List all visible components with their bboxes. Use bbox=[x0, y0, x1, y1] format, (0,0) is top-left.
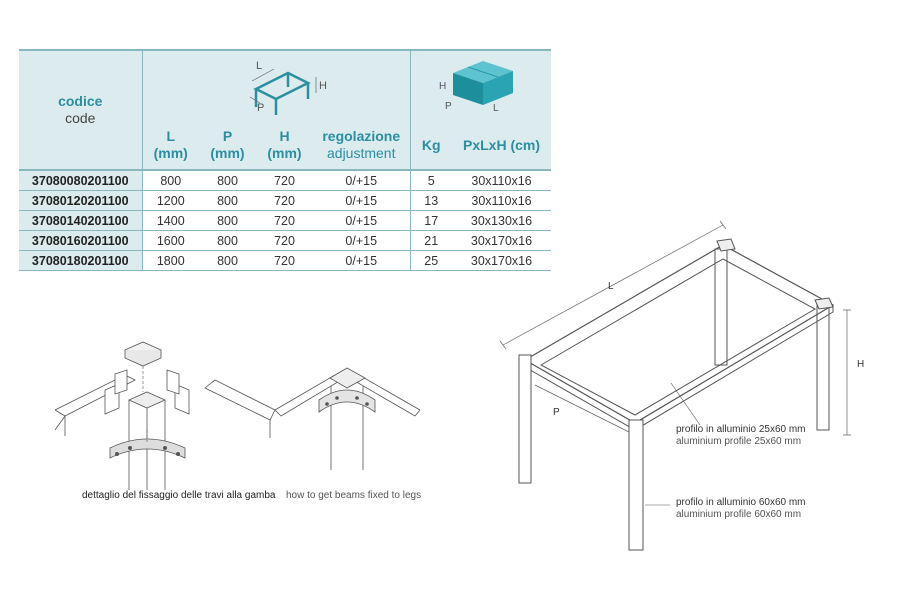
row-kg: 25 bbox=[409, 250, 452, 271]
dim-l: L bbox=[608, 281, 614, 292]
row-code: 37080160201100 bbox=[19, 230, 142, 251]
row-h: 720 bbox=[256, 190, 313, 211]
detail-caption-en: how to get beams fixed to legs bbox=[286, 490, 422, 501]
row-code: 37080140201100 bbox=[19, 210, 142, 231]
col-p-header: P(mm) bbox=[199, 121, 256, 170]
row-pack: 30x170x16 bbox=[452, 230, 551, 251]
row-p: 800 bbox=[199, 230, 256, 251]
package-icon-cell: H P L bbox=[409, 49, 551, 121]
row-pack: 30x110x16 bbox=[452, 169, 551, 191]
icon-h: H bbox=[319, 80, 327, 92]
row-adj: 0/+15 bbox=[313, 230, 410, 251]
row-pack: 30x170x16 bbox=[452, 250, 551, 271]
row-h: 720 bbox=[256, 250, 313, 271]
row-p: 800 bbox=[199, 190, 256, 211]
dim-h: H bbox=[857, 359, 864, 370]
row-h: 720 bbox=[256, 169, 313, 191]
joint-assembled-drawing bbox=[275, 367, 420, 470]
col-l-header: L(mm) bbox=[141, 121, 199, 170]
dim-p: P bbox=[553, 407, 560, 418]
box-p: P bbox=[445, 101, 452, 112]
row-p: 800 bbox=[199, 169, 256, 191]
row-adj: 0/+15 bbox=[313, 190, 410, 211]
joint-exploded-drawing bbox=[55, 341, 275, 490]
row-kg: 17 bbox=[409, 210, 452, 231]
detail-caption-it: dettaglio del fissaggio delle travi alla… bbox=[82, 490, 276, 501]
beam-profile-label: profilo in alluminio 25x60 mm aluminium … bbox=[676, 424, 806, 448]
row-adj: 0/+15 bbox=[313, 250, 410, 271]
leg-profile-label: profilo in alluminio 60x60 mm aluminium … bbox=[676, 497, 806, 521]
row-l: 1400 bbox=[141, 210, 199, 231]
icon-p: P bbox=[257, 102, 264, 114]
leg-label-it: profilo in alluminio 60x60 mm bbox=[676, 497, 806, 508]
row-h: 720 bbox=[256, 230, 313, 251]
box-l: L bbox=[493, 103, 499, 114]
table-row: 37080140201100 1400 800 720 0/+15 17 30x… bbox=[19, 210, 551, 231]
beam-label-en: aluminium profile 25x60 mm bbox=[676, 436, 802, 447]
leg-label-en: aluminium profile 60x60 mm bbox=[676, 509, 802, 520]
row-kg: 5 bbox=[409, 169, 452, 191]
row-l: 1800 bbox=[141, 250, 199, 271]
table-row: 37080160201100 1600 800 720 0/+15 21 30x… bbox=[19, 230, 551, 251]
package-box-icon: H P L bbox=[439, 60, 513, 114]
col-kg-header: Kg bbox=[409, 121, 452, 170]
row-code: 37080080201100 bbox=[19, 169, 142, 191]
dimension-icon-cell: L H P bbox=[141, 49, 410, 121]
row-kg: 13 bbox=[409, 190, 452, 211]
col-h-header: H(mm) bbox=[256, 121, 313, 170]
row-pack: 30x130x16 bbox=[452, 210, 551, 231]
beam-label-it: profilo in alluminio 25x60 mm bbox=[676, 424, 806, 435]
table-row: 37080180201100 1800 800 720 0/+15 25 30x… bbox=[19, 250, 551, 271]
row-p: 800 bbox=[199, 210, 256, 231]
row-p: 800 bbox=[199, 250, 256, 271]
row-code: 37080180201100 bbox=[19, 250, 142, 271]
table-frame-icon: L H P bbox=[249, 60, 327, 115]
row-pack: 30x110x16 bbox=[452, 190, 551, 211]
row-adj: 0/+15 bbox=[313, 210, 410, 231]
row-l: 1600 bbox=[141, 230, 199, 251]
row-adj: 0/+15 bbox=[313, 169, 410, 191]
row-l: 1200 bbox=[141, 190, 199, 211]
row-kg: 21 bbox=[409, 230, 452, 251]
table-row: 37080120201100 1200 800 720 0/+15 13 30x… bbox=[19, 190, 551, 211]
box-h: H bbox=[439, 81, 446, 92]
row-l: 800 bbox=[141, 169, 199, 191]
row-code: 37080120201100 bbox=[19, 190, 142, 211]
table-row: 37080080201100 800 800 720 0/+15 5 30x11… bbox=[19, 169, 551, 191]
col-pack-header: PxLxH (cm) bbox=[452, 121, 551, 170]
row-h: 720 bbox=[256, 210, 313, 231]
table-frame-drawing: L P H bbox=[499, 220, 864, 551]
icon-l: L bbox=[256, 60, 262, 72]
